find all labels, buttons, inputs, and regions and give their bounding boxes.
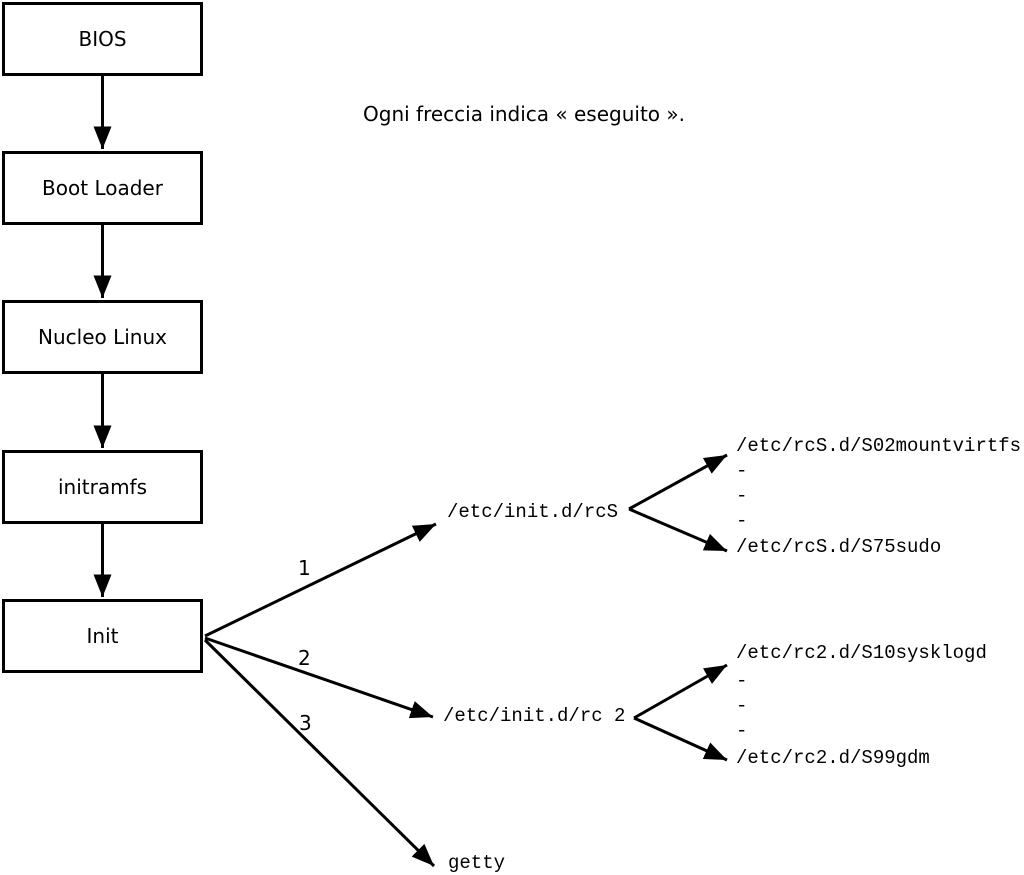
node-linux-kernel-label: Nucleo Linux (38, 325, 167, 349)
node-etc-init-d-rcs: /etc/init.d/rcS (447, 501, 619, 523)
branch-1-number: 1 (298, 556, 311, 580)
node-boot-loader: Boot Loader (2, 151, 203, 225)
node-init: Init (2, 599, 203, 673)
branch-2-number: 2 (298, 646, 311, 670)
node-rc2-d-s10sysklogd: /etc/rc2.d/S10sysklogd (736, 642, 987, 664)
node-boot-loader-label: Boot Loader (42, 176, 163, 200)
node-init-label: Init (86, 624, 119, 648)
arrow-init-to-rcs (204, 522, 437, 638)
node-initramfs-label: initramfs (57, 475, 148, 499)
rcs-ellipsis-dash-2: - (736, 485, 748, 507)
rc2-ellipsis-dash-2: - (736, 695, 748, 717)
node-getty: getty (448, 852, 506, 874)
node-bios: BIOS (2, 2, 203, 76)
arrow-init-to-getty (203, 638, 436, 868)
arrow-rcs-to-s75sudo (628, 507, 728, 553)
node-rcs-d-s02mountvirtfs: /etc/rcS.d/S02mountvirtfs (736, 435, 1022, 457)
node-bios-label: BIOS (78, 27, 127, 51)
legend-annotation: Ogni freccia indica « eseguito ». (363, 102, 685, 126)
node-initramfs: initramfs (2, 450, 203, 524)
rcs-ellipsis-dash-1: - (736, 460, 748, 482)
branch-3-number: 3 (299, 711, 312, 735)
arrow-rc2-to-s99gdm (633, 716, 728, 762)
rc2-ellipsis-dash-1: - (736, 670, 748, 692)
node-rc2-d-s99gdm: /etc/rc2.d/S99gdm (736, 747, 930, 769)
arrow-rc2-to-s10sysklogd (633, 663, 728, 720)
rcs-ellipsis-dash-3: - (736, 510, 748, 532)
rc2-ellipsis-dash-3: - (736, 720, 748, 742)
arrow-init-to-rc2 (204, 636, 434, 719)
node-etc-init-d-rc2: /etc/init.d/rc 2 (443, 705, 626, 727)
arrow-rcs-to-s02mountvirtfs (628, 453, 728, 511)
node-linux-kernel: Nucleo Linux (2, 300, 203, 374)
node-rcs-d-s75sudo: /etc/rcS.d/S75sudo (736, 536, 942, 558)
